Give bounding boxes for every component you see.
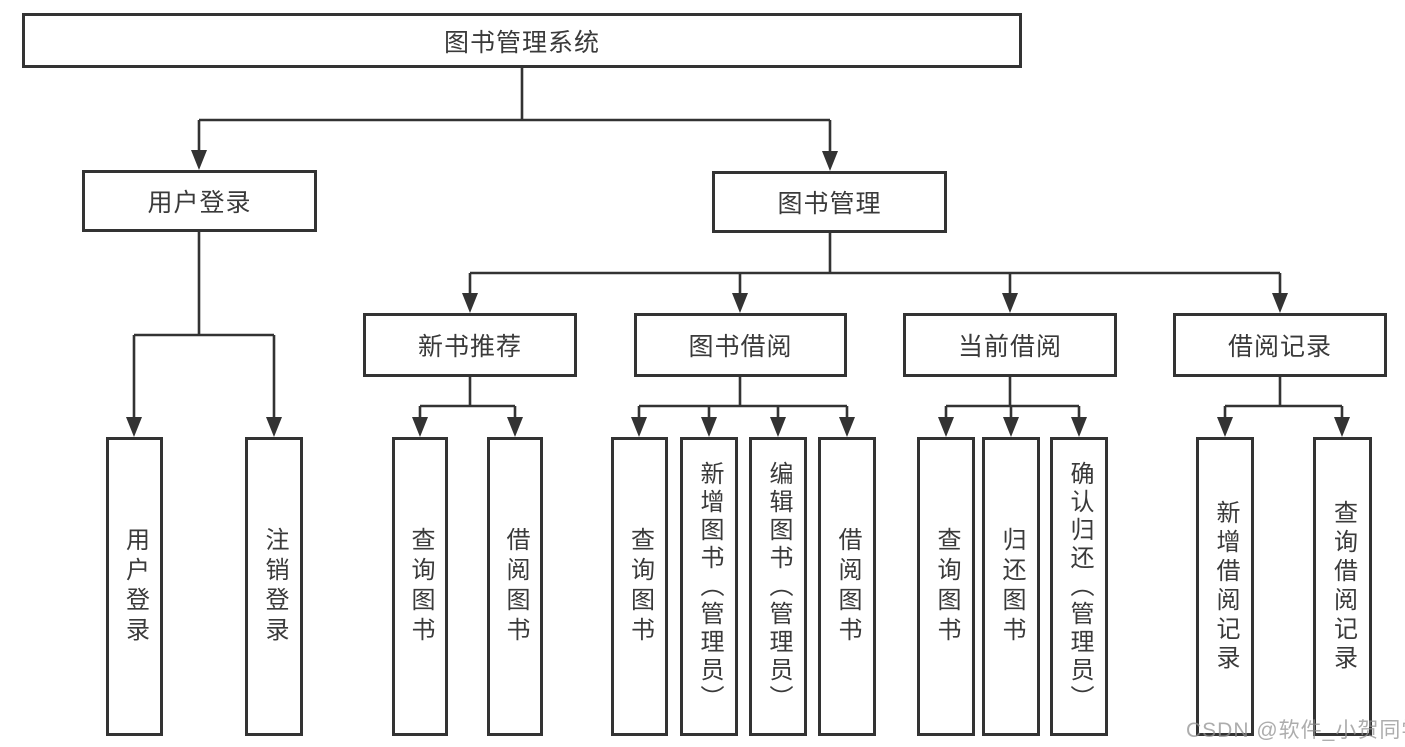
node-library-system-label: 图书管理系统: [443, 28, 600, 57]
leaf-logout-label: 注销登录: [261, 526, 288, 647]
leaf-confirm-return-admin-label: 确认归还（管理员）: [1066, 460, 1093, 713]
leaf-borrow-books-recommend-label: 借阅图书: [502, 526, 529, 647]
leaf-edit-book-admin-label: 编辑图书（管理员）: [765, 460, 792, 713]
leaf-query-books-borrow: 查询图书: [611, 437, 668, 736]
leaf-edit-book-admin: 编辑图书（管理员）: [749, 437, 807, 736]
node-current-borrow: 当前借阅: [903, 313, 1117, 377]
leaf-add-borrow-record: 新增借阅记录: [1196, 437, 1254, 736]
leaf-borrow-books-recommend: 借阅图书: [487, 437, 543, 736]
node-current-borrow-label: 当前借阅: [957, 333, 1062, 361]
leaf-query-borrow-record: 查询借阅记录: [1313, 437, 1372, 736]
leaf-query-books-current: 查询图书: [917, 437, 975, 736]
leaf-query-books-borrow-label: 查询图书: [626, 526, 654, 647]
leaf-logout: 注销登录: [245, 437, 303, 736]
node-book-borrow-label: 图书借阅: [688, 333, 793, 361]
node-borrow-records: 借阅记录: [1173, 313, 1387, 377]
node-borrow-records-label: 借阅记录: [1227, 333, 1332, 361]
leaf-return-book: 归还图书: [982, 437, 1040, 736]
csdn-watermark: CSDN @软件_小贺同学: [1186, 719, 1405, 742]
leaf-confirm-return-admin: 确认归还（管理员）: [1050, 437, 1108, 736]
node-book-management: 图书管理: [712, 171, 947, 233]
leaf-user-login-label: 用户登录: [121, 526, 149, 647]
leaf-query-books-recommend: 查询图书: [392, 437, 448, 736]
leaf-add-book-admin: 新增图书（管理员）: [680, 437, 738, 736]
node-library-system: 图书管理系统: [22, 13, 1022, 68]
leaf-borrow-books-label: 借阅图书: [834, 526, 861, 647]
node-book-borrow: 图书借阅: [634, 313, 847, 377]
leaf-query-books-recommend-label: 查询图书: [407, 526, 434, 647]
leaf-return-book-label: 归还图书: [998, 526, 1025, 647]
node-new-book-recommend-label: 新书推荐: [417, 333, 522, 361]
node-book-management-label: 图书管理: [777, 190, 882, 218]
leaf-query-borrow-record-label: 查询借阅记录: [1329, 499, 1357, 674]
leaf-query-books-current-label: 查询图书: [933, 526, 960, 647]
leaf-add-book-admin-label: 新增图书（管理员）: [696, 460, 723, 713]
leaf-borrow-books: 借阅图书: [818, 437, 876, 736]
node-user-login-label: 用户登录: [147, 189, 252, 217]
leaf-user-login: 用户登录: [106, 437, 163, 736]
node-new-book-recommend: 新书推荐: [363, 313, 577, 377]
leaf-add-borrow-record-label: 新增借阅记录: [1212, 499, 1239, 674]
node-user-login: 用户登录: [82, 170, 317, 232]
